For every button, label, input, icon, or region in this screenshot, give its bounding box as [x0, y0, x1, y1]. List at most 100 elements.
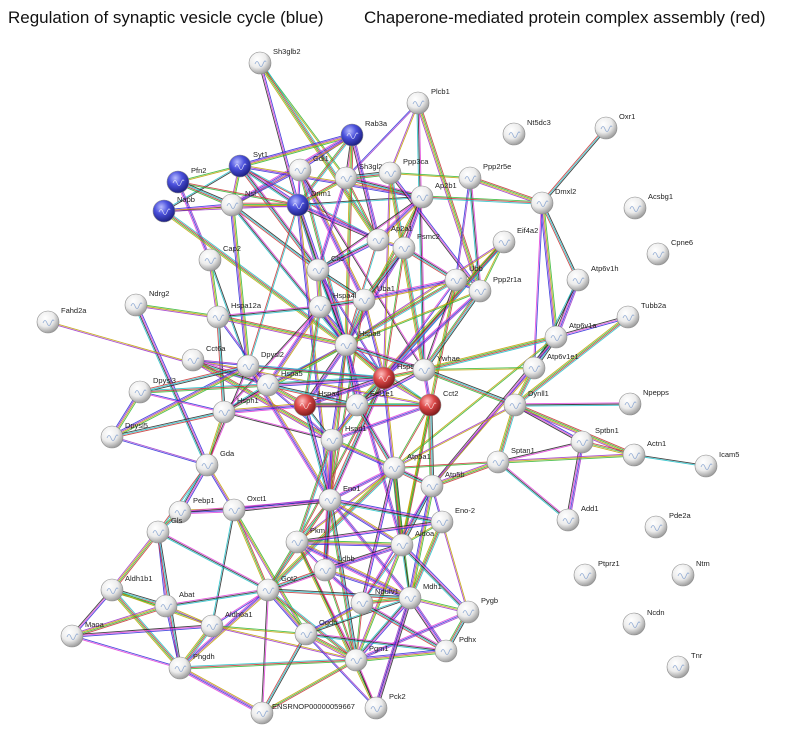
node-sphere[interactable] — [288, 158, 312, 182]
node-cltc[interactable]: Cltc — [306, 254, 344, 282]
node-sphere[interactable] — [212, 400, 236, 424]
node-sphere[interactable] — [468, 279, 492, 303]
node-uba1[interactable]: Uba1 — [352, 284, 395, 312]
node-sphere[interactable] — [622, 443, 646, 467]
node-napb[interactable]: Napb — [152, 195, 195, 223]
node-ppp2r1a[interactable]: Ppp2r1a — [468, 275, 522, 303]
node-actn1[interactable]: Actn1 — [622, 439, 666, 467]
node-sphere[interactable] — [364, 696, 388, 720]
node-sphere[interactable] — [352, 288, 376, 312]
node-sphere[interactable] — [100, 578, 124, 602]
node-sphere[interactable] — [444, 268, 468, 292]
node-sphere[interactable] — [430, 510, 454, 534]
node-hspa8[interactable]: Hspa8 — [334, 329, 381, 357]
node-pgm1[interactable]: Pgm1 — [344, 644, 389, 672]
node-sphere[interactable] — [594, 116, 618, 140]
node-sphere[interactable] — [522, 356, 546, 380]
node-sphere[interactable] — [286, 193, 310, 217]
node-pdhx[interactable]: Pdhx — [434, 635, 476, 663]
node-sphere[interactable] — [406, 91, 430, 115]
node-sphere[interactable] — [340, 123, 364, 147]
node-sphere[interactable] — [458, 166, 482, 190]
node-pck2[interactable]: Pck2 — [364, 692, 406, 720]
node-sphere[interactable] — [570, 430, 594, 454]
node-sphere[interactable] — [168, 656, 192, 680]
node-sphere[interactable] — [318, 488, 342, 512]
node-sphere[interactable] — [181, 348, 205, 372]
node-tnr[interactable]: Tnr — [666, 651, 703, 679]
node-aldh1b1[interactable]: Aldh1b1 — [100, 574, 153, 602]
node-sphere[interactable] — [166, 170, 190, 194]
node-sphere[interactable] — [60, 624, 84, 648]
node-maoa[interactable]: Maoa — [60, 620, 105, 648]
node-sphere[interactable] — [382, 456, 406, 480]
node-sphere[interactable] — [666, 655, 690, 679]
node-sphere[interactable] — [410, 185, 434, 209]
node-sphere[interactable] — [502, 122, 526, 146]
node-hspa5[interactable]: Hspa5 — [256, 369, 303, 397]
node-sphere[interactable] — [36, 310, 60, 334]
node-atp5b[interactable]: Atp5b — [420, 470, 465, 498]
node-nsf[interactable]: Nsf — [220, 189, 257, 217]
node-gda[interactable]: Gda — [195, 449, 235, 477]
node-sphere[interactable] — [544, 325, 568, 349]
node-plcb1[interactable]: Plcb1 — [406, 87, 450, 115]
node-sphere[interactable] — [345, 393, 369, 417]
node-sphere[interactable] — [623, 196, 647, 220]
node-mdh1[interactable]: Mdh1 — [398, 582, 442, 610]
node-hspa12a[interactable]: Hspa12a — [206, 301, 262, 329]
node-cap2[interactable]: Cap2 — [198, 244, 241, 272]
node-ap2a1[interactable]: Ap2a1 — [366, 224, 413, 252]
node-sphere[interactable] — [622, 612, 646, 636]
node-sphere[interactable] — [285, 530, 309, 554]
node-eef1e1[interactable]: Eef1e1 — [345, 389, 394, 417]
node-nt5dc3[interactable]: Nt5dc3 — [502, 118, 551, 146]
node-atp6v1a[interactable]: Atp6v1a — [544, 321, 597, 349]
node-pde2a[interactable]: Pde2a — [644, 511, 692, 539]
node-oxct1[interactable]: Oxct1 — [222, 494, 267, 522]
node-sphere[interactable] — [573, 563, 597, 587]
node-oxr1[interactable]: Oxr1 — [594, 112, 635, 140]
node-sphere[interactable] — [236, 354, 260, 378]
node-sphere[interactable] — [420, 474, 444, 498]
node-ogdh[interactable]: Ogdh — [294, 618, 337, 646]
node-pygb[interactable]: Pygb — [456, 596, 498, 624]
node-sphere[interactable] — [503, 393, 527, 417]
node-dpysl2[interactable]: Dpysl2 — [236, 350, 284, 378]
node-sphere[interactable] — [492, 230, 516, 254]
node-sphere[interactable] — [293, 393, 317, 417]
node-sphere[interactable] — [486, 450, 510, 474]
node-pebp1[interactable]: Pebp1 — [168, 496, 215, 524]
node-dpysl3[interactable]: Dpysl3 — [128, 376, 176, 404]
node-cpne6[interactable]: Cpne6 — [646, 238, 693, 266]
node-icam5[interactable]: Icam5 — [694, 450, 739, 478]
node-sphere[interactable] — [646, 242, 670, 266]
node-sphere[interactable] — [228, 154, 252, 178]
node-sphere[interactable] — [412, 358, 436, 382]
node-sphere[interactable] — [256, 373, 280, 397]
node-sphere[interactable] — [530, 191, 554, 215]
node-hsp90[interactable]: Hsp90 — [372, 362, 419, 390]
node-hspa4l[interactable]: Hspa4l — [308, 291, 357, 319]
node-sphere[interactable] — [306, 258, 330, 282]
node-ywhae[interactable]: Ywhae — [412, 354, 460, 382]
node-pfn2[interactable]: Pfn2 — [166, 166, 206, 194]
node-dpysl5[interactable]: Dpysl5 — [100, 421, 148, 449]
node-dmxl2[interactable]: Dmxl2 — [530, 187, 576, 215]
node-aldoa[interactable]: Aldoa — [390, 529, 435, 557]
node-sphere[interactable] — [128, 380, 152, 404]
node-hsph1[interactable]: Hsph1 — [212, 396, 259, 424]
node-sphere[interactable] — [220, 193, 244, 217]
node-sptbn1[interactable]: Sptbn1 — [570, 426, 619, 454]
node-sphere[interactable] — [556, 508, 580, 532]
node-sphere[interactable] — [222, 498, 246, 522]
node-sphere[interactable] — [313, 558, 337, 582]
node-sphere[interactable] — [434, 639, 458, 663]
node-ncdn[interactable]: Ncdn — [622, 608, 665, 636]
node-dynll1[interactable]: Dynll1 — [503, 389, 549, 417]
node-got2[interactable]: Got2 — [256, 574, 297, 602]
node-sphere[interactable] — [248, 51, 272, 75]
node-ppp3ca[interactable]: Ppp3ca — [378, 157, 429, 185]
node-sphere[interactable] — [418, 393, 442, 417]
node-ensrnop[interactable]: ENSRNOP00000059667 — [250, 701, 355, 725]
